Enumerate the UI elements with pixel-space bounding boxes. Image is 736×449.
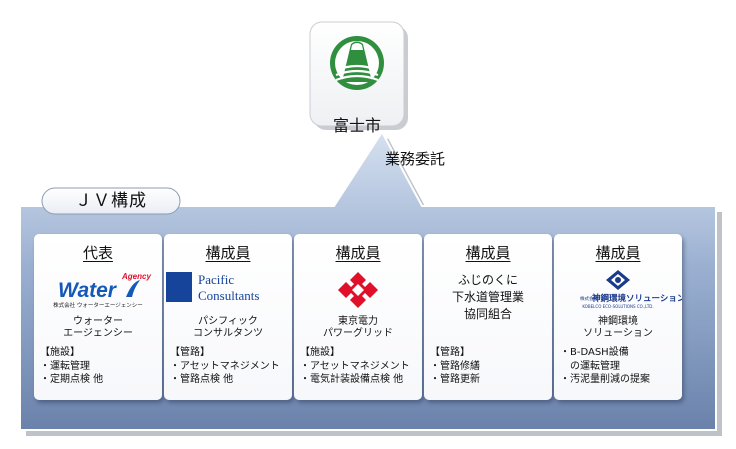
member-role: 構成員: [465, 244, 511, 262]
client-name: 富士市: [332, 116, 381, 135]
member-tasks: ・B-DASH設備 の運転管理 ・汚泥量削減の提案: [560, 347, 650, 385]
jv-title: ＪＶ構成: [75, 191, 147, 211]
jv-label-tab: [41, 187, 181, 215]
member-role: 構成員: [595, 244, 641, 262]
fuji-city-emblem: [330, 36, 384, 90]
kobelco-eye-icon: [606, 270, 630, 290]
logo-agency-text: Agency: [121, 272, 151, 281]
member-card-tepco-power-grid: 構成員 東京電力 パワーグリッド 【施設】 ・アセットマネジメント ・電気計装設…: [294, 234, 422, 400]
logo-water-text: Water: [58, 279, 118, 302]
member-role: 構成員: [335, 244, 381, 262]
member-card-fujinokuni-cooperative: 構成員 ふじのくに 下水道管理業 協同組合 【管路】 ・管路修繕 ・管路更新: [424, 234, 552, 400]
tepco-logo: [294, 270, 422, 310]
water-agency-logo: Agency Water 株式会社 ウォーターエージェンシー: [34, 270, 162, 310]
service-label: 業務委託: [385, 150, 446, 168]
member-name: パシフィック コンサルタンツ: [193, 316, 263, 339]
logo-line2: Consultants: [198, 288, 259, 303]
member-tasks: 【施設】 ・運転管理 ・定期点検 他: [40, 347, 104, 385]
member-name: ウォーター エージェンシー: [63, 316, 133, 339]
member-card-water-agency: 代表 Agency Water 株式会社 ウォーターエージェンシー ウォーター …: [34, 234, 162, 400]
member-tasks: 【管路】 ・管路修繕 ・管路更新: [430, 347, 480, 385]
pacific-consultants-logo: Pacific Consultants: [164, 270, 292, 310]
logo-sub: KOBELCO ECO-SOLUTIONS CO.,LTD.: [582, 304, 653, 309]
member-tasks: 【施設】 ・アセットマネジメント ・電気計装設備点検 他: [300, 347, 410, 385]
tepco-diamond-icon: [338, 272, 378, 308]
member-name: 東京電力 パワーグリッド: [323, 316, 393, 339]
logo-line1: Pacific: [198, 272, 234, 287]
water-drop-icon: [126, 280, 140, 297]
member-name: 神鋼環境 ソリューション: [583, 316, 653, 339]
logo-sub-text: 株式会社 ウォーターエージェンシー: [53, 301, 143, 309]
member-role: 構成員: [205, 244, 251, 262]
member-tasks: 【管路】 ・アセットマネジメント ・管路点検 他: [170, 347, 280, 385]
kobelco-logo: 株式会社 神鋼環境ソリューション KOBELCO ECO-SOLUTIONS C…: [554, 270, 686, 310]
member-card-pacific-consultants: 構成員 Pacific Consultants パシフィック コンサルタンツ 【…: [164, 234, 292, 400]
logo-prefix: 株式会社: [580, 295, 598, 302]
logo-main: 神鋼環境ソリューション: [592, 293, 682, 304]
pacific-square-icon: [166, 272, 192, 302]
member-name: ふじのくに 下水道管理業 協同組合: [451, 273, 524, 321]
member-card-kobelco-eco-solutions: 構成員 株式会社 神鋼環境ソリューション KOBELCO ECO-SOLUTIO…: [554, 234, 686, 400]
member-role: 代表: [82, 244, 113, 262]
